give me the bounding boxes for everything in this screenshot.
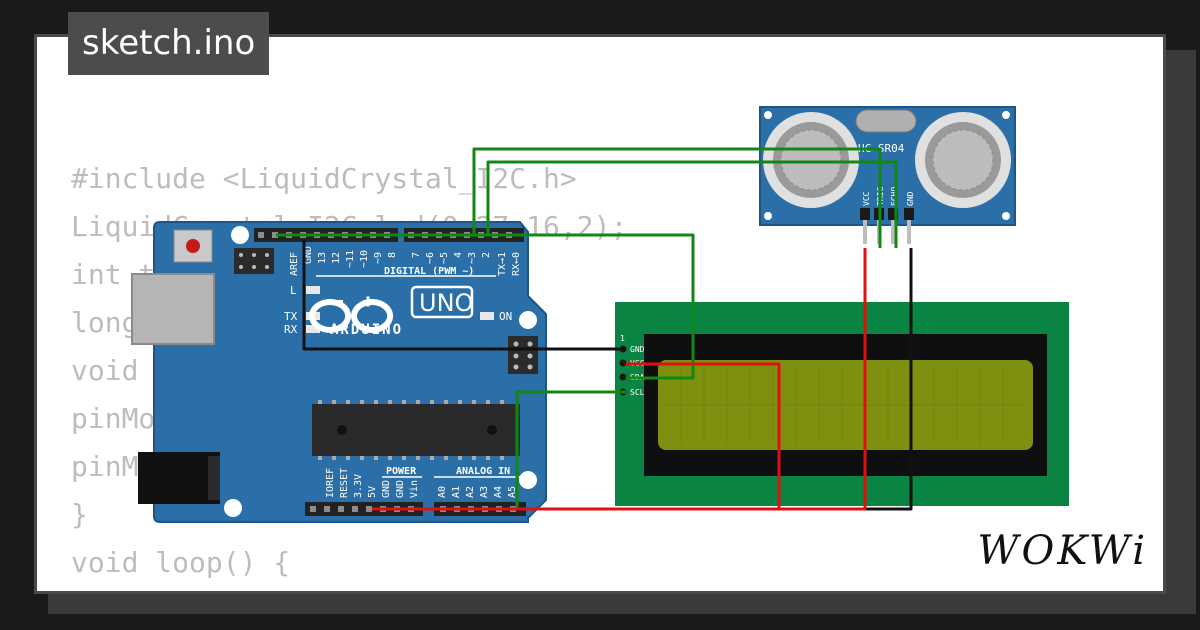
pin-label: GND — [381, 480, 392, 498]
wires — [276, 147, 913, 511]
led-rx-label: RX — [284, 323, 298, 336]
arduino-uno-board[interactable]: AREF GND 13 12 ~11 ~10 ~9 8 7 ~6 ~5 4 ~3… — [131, 221, 547, 523]
code-line: void loop() { — [71, 546, 291, 579]
wire-echo — [486, 160, 898, 248]
pin-label: A2 — [465, 486, 476, 498]
reset-button[interactable] — [173, 229, 213, 263]
led-on — [480, 312, 494, 320]
icsp-header-right — [508, 336, 538, 374]
pin-label: IOREF — [325, 468, 336, 498]
crystal-oscillator — [855, 109, 917, 133]
pin-label: VCC — [862, 191, 871, 206]
usb-port — [131, 273, 215, 345]
led-on-label: ON — [499, 310, 512, 323]
code-line: void — [71, 354, 139, 387]
power-label: POWER — [386, 466, 417, 477]
pin-label: 13 — [317, 252, 328, 264]
model-label: UNO — [419, 289, 473, 317]
led-l — [306, 286, 320, 294]
pin-label: 5V — [367, 486, 378, 498]
mount-hole — [231, 226, 249, 244]
lcd-i2c-display[interactable]: 1 GND VCC SDA SCL — [615, 302, 1069, 506]
pin-label: TX→1 — [497, 252, 508, 276]
code-line: pinM — [71, 450, 139, 483]
pin-label: GND — [395, 480, 406, 498]
pin-label: ~10 — [359, 250, 370, 268]
wire-gnd-lcd — [302, 240, 626, 351]
pin-label: GND — [906, 191, 915, 206]
brand-label: ARDUINO — [330, 322, 403, 338]
wire-vcc-sensor — [779, 248, 867, 511]
wire-sda — [276, 233, 695, 380]
code-line: long — [71, 306, 139, 339]
pin-label: A3 — [479, 486, 490, 498]
arduino-logo-icon — [309, 296, 394, 333]
power-header[interactable] — [305, 502, 423, 516]
analog-pin-labels: A0 A1 A2 A3 A4 A5 — [437, 486, 518, 498]
code-line: } — [71, 498, 88, 531]
power-pin-labels: IOREF RESET 3.3V 5V GND GND Vin — [325, 468, 420, 498]
power-jack — [138, 452, 220, 504]
digital-label: DIGITAL (PWM ~) — [384, 266, 474, 277]
code-editor-background: #include <LiquidCrystal_I2C.h>LiquidCrys… — [71, 155, 627, 587]
reset-button-cap — [186, 239, 200, 253]
wire-scl — [515, 390, 626, 509]
lcd-char-grid — [664, 366, 1026, 444]
pin-label: RX←0 — [511, 252, 522, 276]
led-tx-label: TX — [284, 310, 298, 323]
pin-label: ~9 — [373, 252, 384, 264]
lcd-pin1-label: 1 — [620, 334, 625, 343]
hc-sr04-sensor[interactable]: HC-SR04 VCC TRIG ECHO GND — [759, 106, 1016, 244]
pin-label: A0 — [437, 486, 448, 498]
pin-label: ~5 — [439, 252, 450, 264]
pin-label: 7 — [411, 252, 422, 258]
mount-hole — [519, 311, 537, 329]
pin-label: 3.3V — [353, 474, 364, 498]
wire-trig — [472, 147, 882, 248]
led-l-label: L — [290, 284, 297, 297]
pin-label: 12 — [331, 252, 342, 264]
pin-label: 8 — [387, 252, 398, 258]
pin-label: A5 — [507, 486, 518, 498]
icsp-header — [234, 248, 274, 274]
wokwi-logo[interactable]: WOKWi — [977, 528, 1148, 574]
wire-vcc-lcd — [372, 362, 781, 511]
file-title-tag: sketch.ino — [68, 12, 270, 75]
mount-hole — [224, 499, 242, 517]
atmega-chip — [312, 400, 520, 460]
pin-label: GND — [630, 345, 645, 354]
mount-hole — [519, 471, 537, 489]
led-rx — [306, 325, 320, 333]
power-jack-edge — [208, 456, 220, 500]
ultrasonic-transmitter — [763, 112, 859, 208]
digital-pin-labels: AREF GND 13 12 ~11 ~10 ~9 8 7 ~6 ~5 4 ~3… — [289, 246, 522, 276]
pin-label-gnd: GND — [303, 246, 314, 264]
code-line: #include <LiquidCrystal_I2C.h> — [71, 162, 577, 195]
pin-label: Vin — [409, 480, 420, 498]
analog-label: ANALOG IN — [456, 466, 510, 477]
pin-label-aref: AREF — [289, 252, 300, 276]
code-line: pinMo — [71, 402, 156, 435]
pin-label: SCL — [630, 388, 645, 397]
ultrasonic-receiver — [915, 112, 1011, 208]
pin-label: 2 — [481, 252, 492, 258]
uno-badge — [410, 285, 474, 319]
pin-label: ~3 — [467, 252, 478, 264]
pin-label: ~6 — [425, 252, 436, 264]
pin-label: RESET — [339, 468, 350, 498]
pin-label: A4 — [493, 486, 504, 498]
pin-label: 4 — [453, 252, 464, 258]
pin-label: A1 — [451, 486, 462, 498]
pin-label: ~11 — [345, 250, 356, 268]
